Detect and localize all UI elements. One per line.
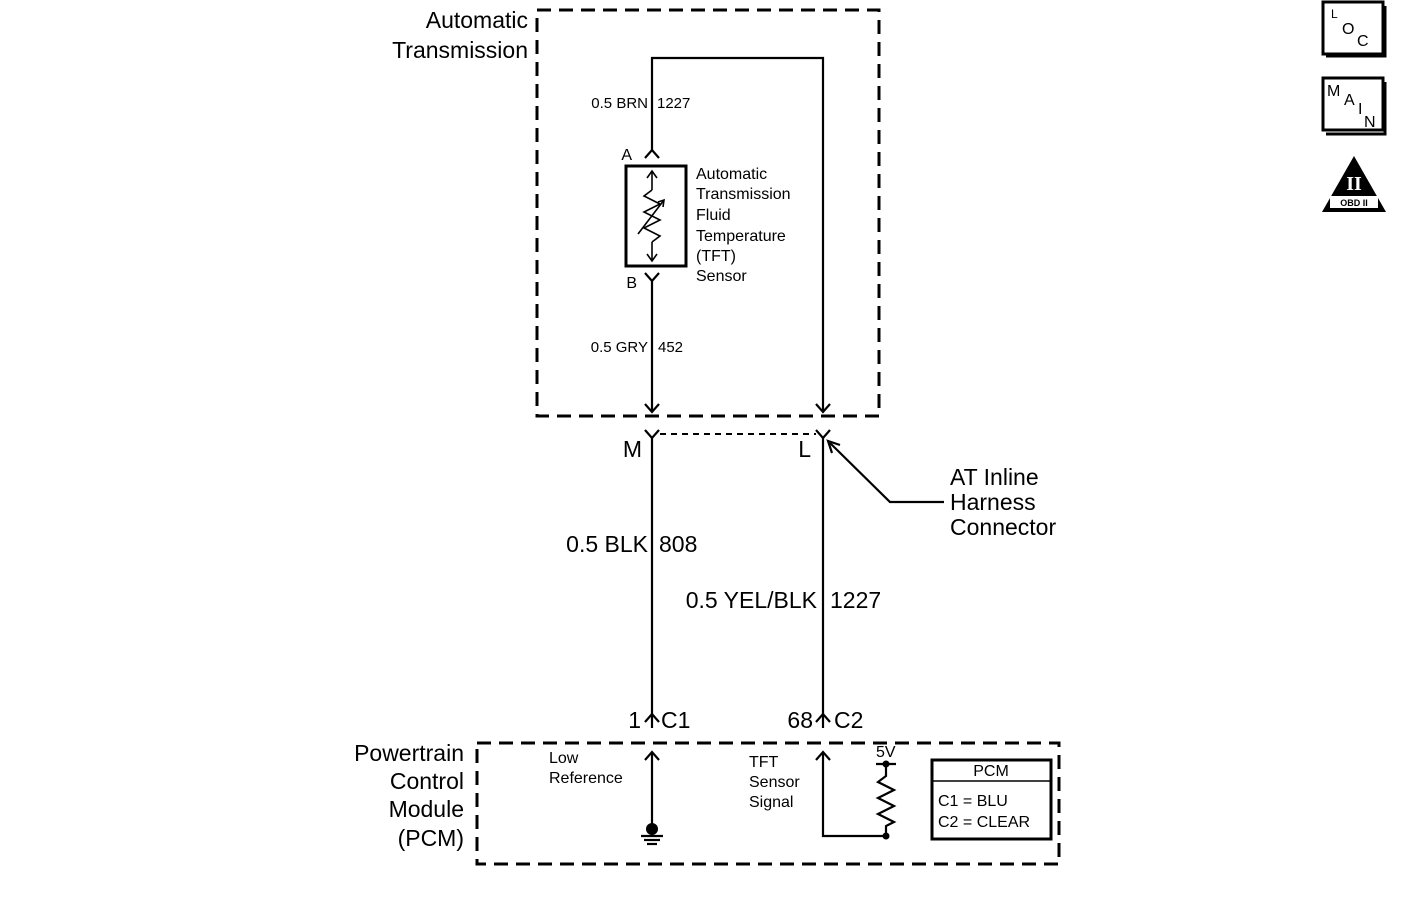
legend-c1: C1 = BLU: [938, 793, 1008, 810]
svg-text:M: M: [1327, 83, 1340, 100]
svg-text:Signal: Signal: [749, 794, 793, 811]
automatic-transmission-enclosure: [535, 8, 881, 418]
tft-signal-circuit: [815, 750, 897, 840]
wire-label-blk-color: 0.5 BLK: [566, 531, 648, 557]
svg-text:N: N: [1364, 114, 1376, 131]
low-reference-label: Low Reference: [549, 750, 623, 787]
svg-text:Low: Low: [549, 750, 579, 767]
svg-text:Powertrain: Powertrain: [354, 740, 464, 766]
svg-text:OBD II: OBD II: [1340, 198, 1368, 208]
svg-text:Fluid: Fluid: [696, 207, 731, 224]
legend-c2: C2 = CLEAR: [938, 814, 1030, 831]
svg-text:Transmission: Transmission: [696, 186, 791, 203]
svg-text:Module: Module: [389, 796, 464, 822]
inline-connector-leader: [826, 439, 944, 504]
wire-label-yelblk-circuit: 1227: [830, 587, 881, 613]
pcm-connector-c1: C1: [661, 707, 690, 733]
tft-pin-a: A: [621, 147, 632, 164]
inline-pin-l: L: [798, 436, 811, 462]
tft-sensor: [624, 164, 688, 268]
wire-label-brn-circuit: 1227: [657, 95, 690, 112]
svg-text:Sensor: Sensor: [749, 774, 800, 791]
svg-text:A: A: [1344, 92, 1355, 109]
tft-signal-label: TFT Sensor Signal: [749, 754, 800, 811]
pcm-pin-1: 1: [628, 707, 641, 733]
pin-a-terminal: [644, 148, 660, 159]
legend-title: PCM: [973, 763, 1009, 780]
tft-sensor-label: Automatic Transmission Fluid Temperature…: [696, 166, 791, 285]
svg-text:Reference: Reference: [549, 770, 623, 787]
wire-label-gry-color: 0.5 GRY: [591, 339, 648, 356]
pcm-title: Powertrain Control Module (PCM): [354, 740, 464, 851]
wire-label-brn-color: 0.5 BRN: [591, 95, 648, 112]
svg-text:C: C: [1357, 33, 1369, 50]
c2-terminal-top: [815, 712, 831, 723]
pcm-connector-c2: C2: [834, 707, 863, 733]
wire-label-gry-circuit: 452: [658, 339, 683, 356]
svg-text:Harness: Harness: [950, 489, 1036, 515]
svg-text:Control: Control: [390, 768, 464, 794]
m-upper-terminal: [644, 403, 660, 414]
svg-text:O: O: [1342, 21, 1354, 38]
svg-text:Connector: Connector: [950, 514, 1056, 540]
svg-text:TFT: TFT: [749, 754, 779, 771]
svg-text:II: II: [1346, 173, 1362, 195]
inline-pin-m: M: [623, 436, 642, 462]
l-upper-terminal: [815, 403, 831, 414]
wire-label-yelblk-color: 0.5 YEL/BLK: [686, 587, 818, 613]
low-reference-circuit: [641, 750, 663, 846]
at-title-line2: Transmission: [392, 37, 528, 63]
top-wire-loop: [650, 56, 825, 412]
svg-text:L: L: [1331, 7, 1338, 21]
pcm-enclosure: [475, 741, 1061, 866]
svg-text:I: I: [1358, 101, 1362, 118]
svg-text:Sensor: Sensor: [696, 268, 747, 285]
svg-text:Temperature: Temperature: [696, 228, 786, 245]
at-title-line1: Automatic: [426, 7, 528, 33]
obd-ii-icon[interactable]: II OBD II: [1322, 156, 1386, 212]
svg-text:AT Inline: AT Inline: [950, 464, 1039, 490]
pcm-pin-68: 68: [787, 707, 813, 733]
inline-connector-label: AT Inline Harness Connector: [950, 464, 1056, 540]
main-icon[interactable]: M A I N: [1321, 76, 1387, 136]
svg-text:(TFT): (TFT): [696, 248, 736, 265]
tft-pin-b: B: [626, 275, 637, 292]
wire-label-blk-circuit: 808: [659, 531, 697, 557]
svg-text:(PCM): (PCM): [398, 825, 464, 851]
pin-b-terminal: [644, 272, 660, 283]
supply-voltage-label: 5V: [876, 744, 896, 761]
pcm-connector-legend: [930, 758, 1053, 841]
c1-terminal-top: [644, 712, 660, 723]
svg-text:Automatic: Automatic: [696, 166, 767, 183]
loc-icon[interactable]: L O C: [1321, 0, 1387, 58]
